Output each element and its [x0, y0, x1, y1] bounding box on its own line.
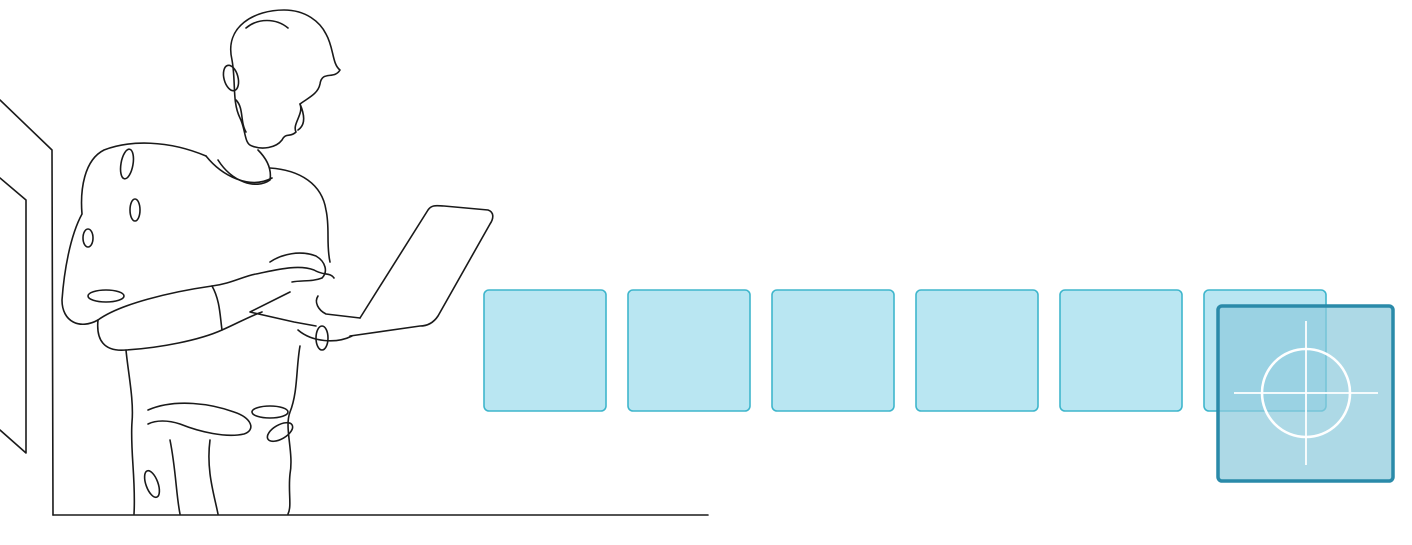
tile-3[interactable]	[771, 289, 895, 412]
wall-frame-line-art	[0, 99, 54, 516]
tile-row	[483, 289, 1327, 412]
selection-overlay[interactable]	[1216, 304, 1395, 483]
tile-4[interactable]	[915, 289, 1039, 412]
crosshair-target-icon	[1234, 321, 1378, 465]
person-with-laptop-line-art	[61, 9, 494, 515]
tile-1[interactable]	[483, 289, 607, 412]
tile-5[interactable]	[1059, 289, 1183, 412]
tile-2[interactable]	[627, 289, 751, 412]
